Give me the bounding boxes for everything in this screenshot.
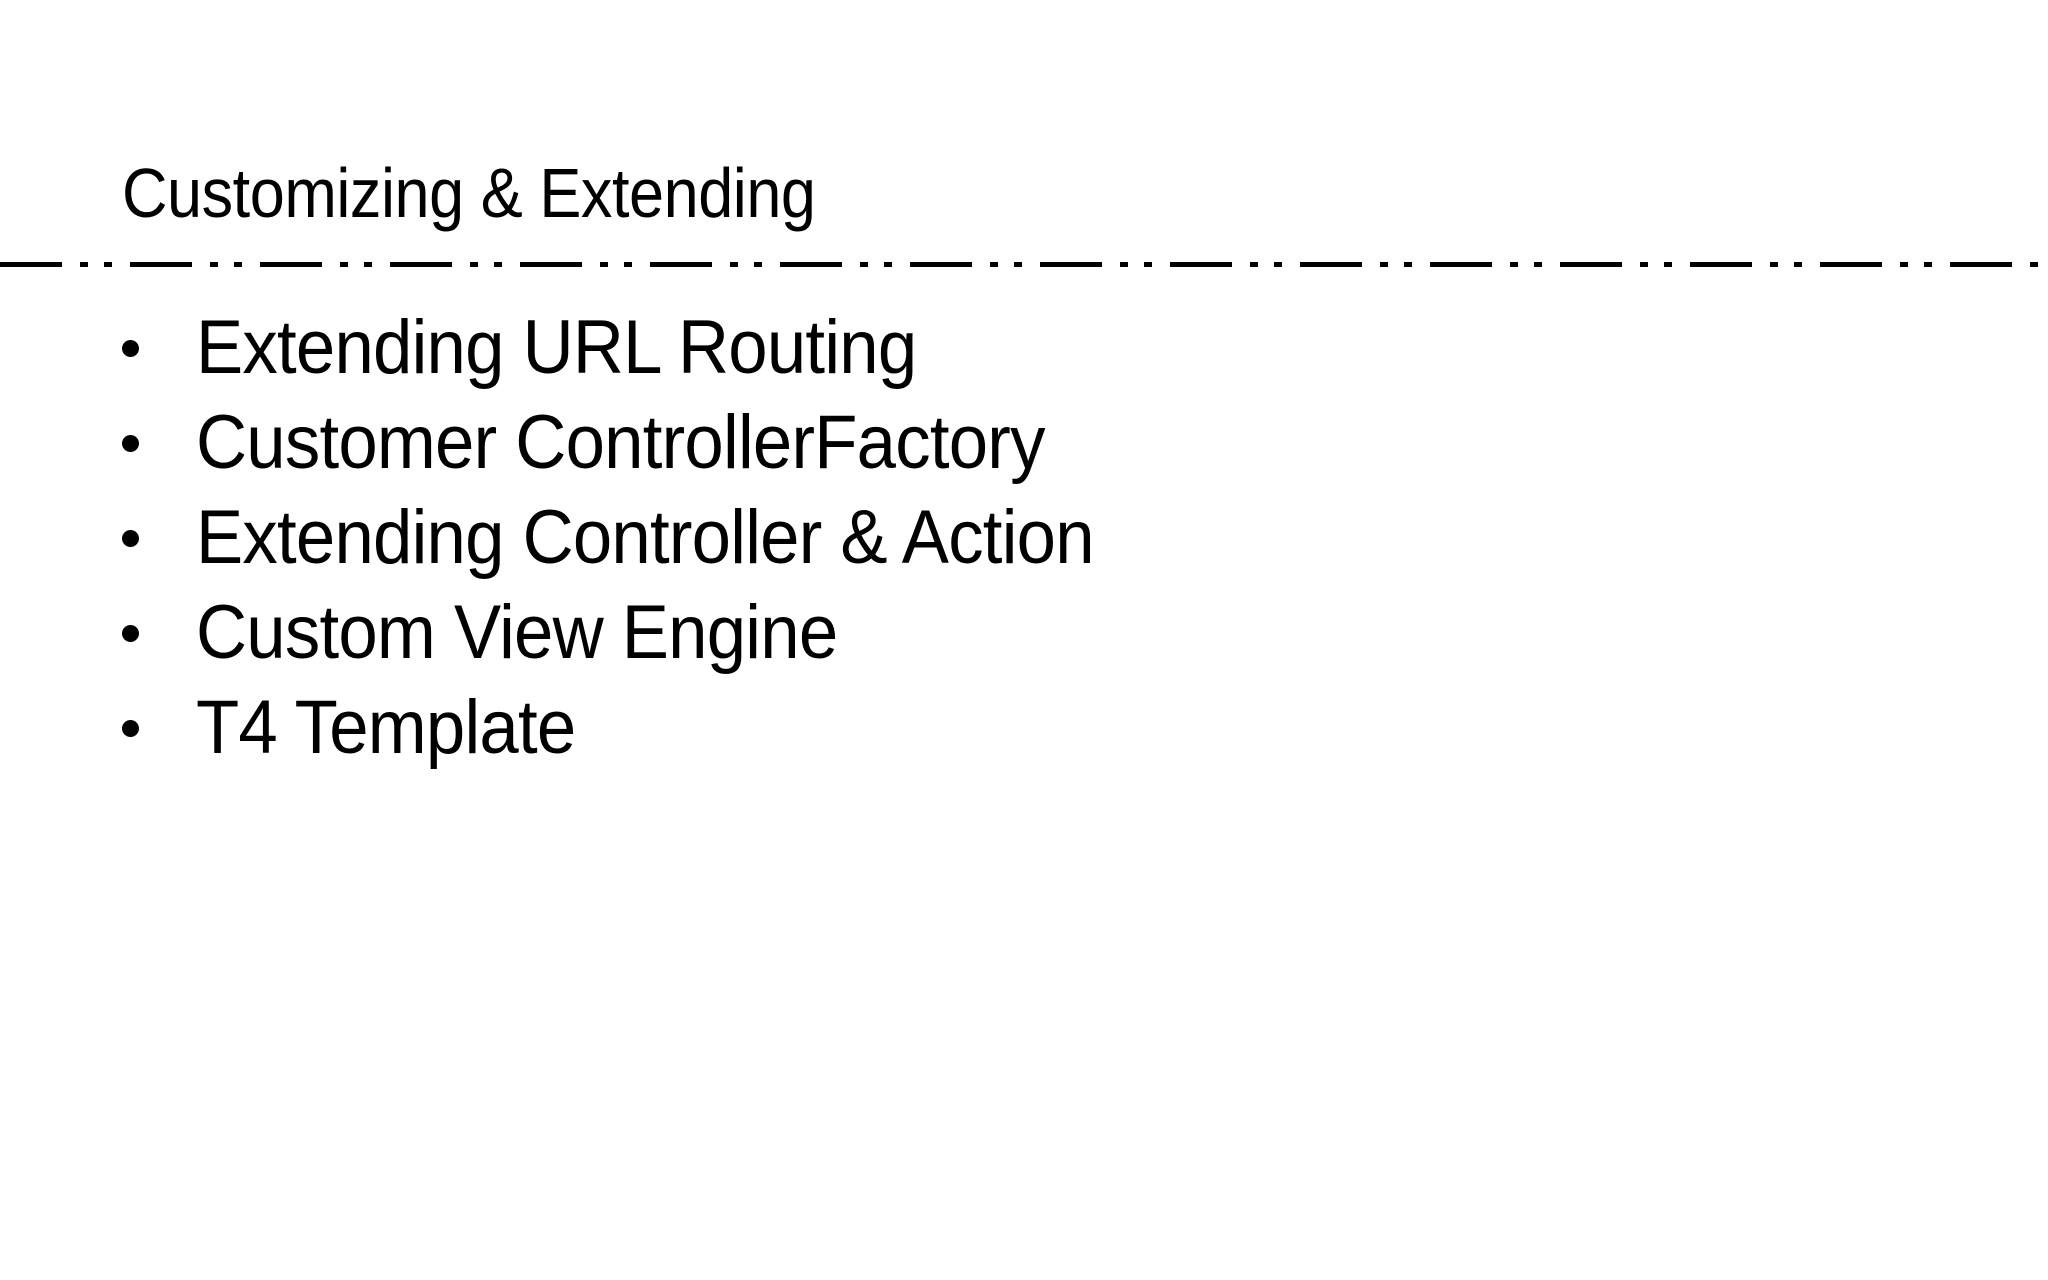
page-title: Customizing & Extending <box>122 154 816 232</box>
slide-title-zone: Customizing & Extending <box>0 150 2048 270</box>
list-item: Extending Controller & Action <box>0 490 2048 585</box>
bullet-dot-icon <box>122 529 139 547</box>
bullet-dot-icon <box>122 339 139 357</box>
list-item-label: Custom View Engine <box>196 589 838 675</box>
list-item-label: T4 Template <box>196 684 576 770</box>
bullet-dot-icon <box>122 624 139 642</box>
bullet-list: Extending URL Routing Customer Controlle… <box>0 300 2048 775</box>
list-item: Extending URL Routing <box>0 300 2048 395</box>
divider-line <box>0 262 2048 267</box>
list-item: Customer ControllerFactory <box>0 395 2048 490</box>
bullet-dot-icon <box>122 719 139 737</box>
list-item-label: Extending Controller & Action <box>196 494 1095 580</box>
list-item-label: Extending URL Routing <box>196 304 917 390</box>
title-divider <box>0 262 2048 268</box>
list-item-label: Customer ControllerFactory <box>196 399 1045 485</box>
list-item: Custom View Engine <box>0 585 2048 680</box>
list-item: T4 Template <box>0 680 2048 775</box>
bullet-dot-icon <box>122 434 139 452</box>
